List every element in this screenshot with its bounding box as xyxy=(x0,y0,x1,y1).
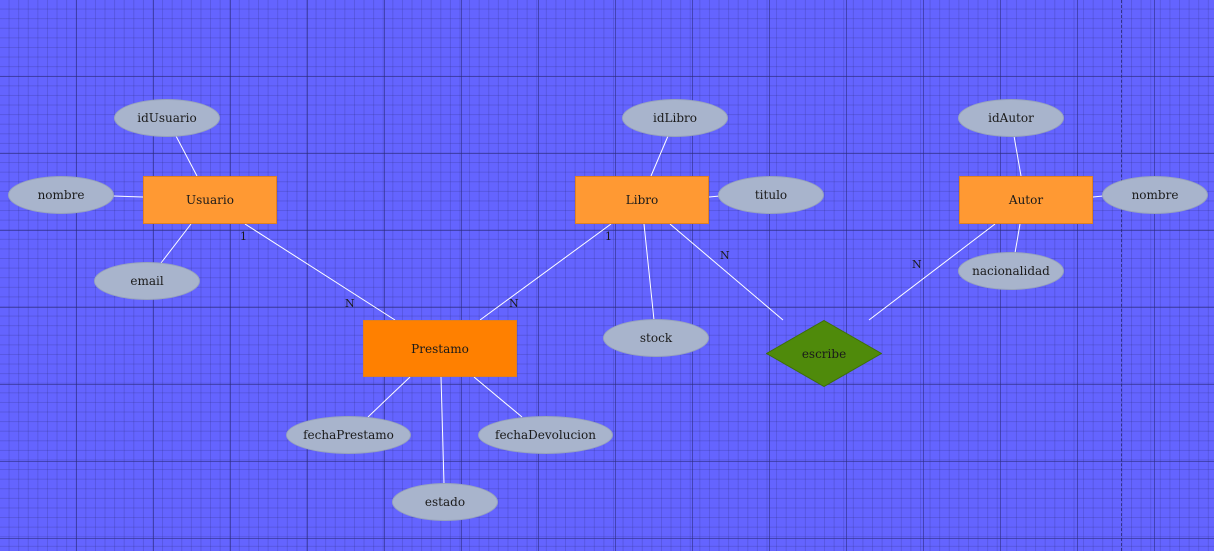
relationship-label: escribe xyxy=(801,346,847,361)
page-break-line xyxy=(1121,0,1122,551)
attribute-autor-nombre[interactable]: nombre xyxy=(1102,176,1208,214)
entity-label: Usuario xyxy=(186,193,234,207)
attribute-label: fechaDevolucion xyxy=(495,428,596,442)
cardinality-usuario-side: 1 xyxy=(240,230,247,243)
attribute-stock[interactable]: stock xyxy=(603,319,709,357)
cardinality-prestamo-usuario-side: N xyxy=(345,297,355,310)
entity-label: Prestamo xyxy=(411,341,469,356)
entity-label: Libro xyxy=(625,193,659,207)
connector-usuario-email xyxy=(160,223,192,264)
attribute-usuario-nombre[interactable]: nombre xyxy=(8,176,114,214)
connector-prestamo-fecha xyxy=(367,376,411,418)
entity-prestamo[interactable]: Prestamo xyxy=(363,320,517,377)
attribute-label: nombre xyxy=(37,188,85,202)
attribute-label: stock xyxy=(639,331,673,345)
entity-libro[interactable]: Libro xyxy=(575,176,709,224)
attribute-idusuario[interactable]: idUsuario xyxy=(114,99,220,137)
connector-prestamo-devolucion xyxy=(473,376,523,418)
attribute-label: fechaPrestamo xyxy=(303,428,394,442)
connector-libro-escribe xyxy=(669,223,784,321)
attribute-fechadevolucion[interactable]: fechaDevolucion xyxy=(478,416,613,454)
attribute-label: email xyxy=(130,274,164,288)
entity-usuario[interactable]: Usuario xyxy=(143,176,277,224)
entity-autor[interactable]: Autor xyxy=(959,176,1093,224)
connector-libro-stock xyxy=(643,223,655,321)
attribute-label: nombre xyxy=(1131,188,1179,202)
connector-libro-idlibro xyxy=(650,135,669,177)
attribute-fechaprestamo[interactable]: fechaPrestamo xyxy=(286,416,411,454)
connector-autor-nacionalidad xyxy=(1014,223,1021,254)
attribute-label: titulo xyxy=(754,188,788,202)
cardinality-autor-escribe: N xyxy=(912,258,922,271)
cardinality-libro-side: 1 xyxy=(605,230,612,243)
attribute-nacionalidad[interactable]: nacionalidad xyxy=(958,252,1064,290)
attribute-label: idAutor xyxy=(988,111,1034,125)
connector-libro-prestamo xyxy=(479,223,612,321)
connector-autor-escribe xyxy=(868,223,996,321)
connector-autor-idautor xyxy=(1013,135,1022,177)
attribute-estado[interactable]: estado xyxy=(392,483,498,521)
attribute-label: idUsuario xyxy=(137,111,197,125)
entity-label: Autor xyxy=(1008,193,1044,207)
cardinality-prestamo-libro-side: N xyxy=(509,297,519,310)
relationship-diamond-shape xyxy=(766,320,882,387)
connector-autor-nombre xyxy=(1092,195,1104,198)
connector-usuario-nombre xyxy=(112,195,144,198)
attribute-idlibro[interactable]: idLibro xyxy=(622,99,728,137)
attribute-email[interactable]: email xyxy=(94,262,200,300)
cardinality-libro-escribe: N xyxy=(720,249,730,262)
connector-prestamo-estado xyxy=(440,376,445,485)
connector-usuario-idusuario xyxy=(175,135,198,177)
relationship-escribe[interactable]: escribe xyxy=(766,320,882,387)
attribute-idautor[interactable]: idAutor xyxy=(958,99,1064,137)
attribute-label: idLibro xyxy=(653,111,697,125)
attribute-label: estado xyxy=(424,495,466,509)
attribute-label: nacionalidad xyxy=(972,264,1050,278)
connector-usuario-prestamo xyxy=(244,223,396,321)
attribute-titulo[interactable]: titulo xyxy=(718,176,824,214)
